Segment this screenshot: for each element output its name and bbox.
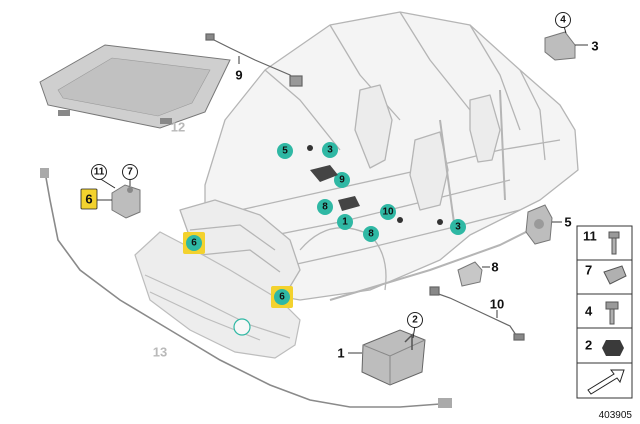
teal-marker-9: 9 — [334, 172, 350, 188]
part-3-bracket — [544, 31, 576, 61]
svg-text:5: 5 — [282, 146, 288, 157]
arrow-icon — [587, 369, 625, 395]
interior-components — [307, 145, 443, 225]
teal-marker-1: 1 — [337, 214, 353, 230]
circle-callouts: 4 11 7 2 — [91, 12, 571, 328]
callout-11: 11 — [91, 164, 107, 180]
fastener-legend: 11 7 4 2 — [576, 225, 633, 399]
insulation-pad — [39, 44, 231, 129]
svg-text:3: 3 — [327, 145, 333, 156]
svg-text:11: 11 — [583, 229, 597, 244]
front-bumper-illustration — [134, 231, 301, 359]
svg-text:3: 3 — [455, 222, 461, 233]
part-1-control-unit — [361, 329, 426, 386]
svg-text:9: 9 — [339, 175, 345, 186]
highlight-box-part-6-label — [80, 188, 98, 210]
legend-row-11: 11 — [583, 229, 620, 255]
svg-text:2: 2 — [412, 315, 418, 326]
legend-row-4: 4 — [585, 301, 619, 325]
svg-text:8: 8 — [368, 229, 374, 240]
callout-2: 2 — [407, 312, 423, 328]
part-8-clip — [457, 261, 483, 287]
label-part-3: 3 — [591, 39, 598, 54]
teal-marker-5: 5 — [277, 143, 293, 159]
label-part-5: 5 — [564, 215, 571, 230]
label-part-10: 10 — [490, 297, 504, 312]
label-part-13: 13 — [153, 345, 167, 360]
teal-marker-8: 8 — [317, 199, 333, 215]
teal-marker-3: 3 — [322, 142, 338, 158]
legend-row-7: 7 — [585, 263, 627, 285]
svg-text:4: 4 — [585, 304, 593, 319]
document-number: 403905 — [599, 410, 633, 421]
svg-text:10: 10 — [382, 207, 394, 218]
label-part-12: 12 — [171, 120, 185, 135]
callout-7: 7 — [122, 164, 138, 180]
label-part-6: 6 — [85, 192, 92, 207]
svg-text:8: 8 — [322, 202, 328, 213]
part-labels: 3 9 12 6 5 8 10 13 1 — [85, 39, 598, 361]
part-10-wire — [429, 286, 525, 341]
front-sensor-marker — [233, 318, 251, 336]
teal-marker-8: 8 — [363, 226, 379, 242]
svg-text:11: 11 — [94, 167, 105, 178]
svg-text:2: 2 — [585, 338, 592, 353]
teal-marker-3: 3 — [450, 219, 466, 235]
svg-text:1: 1 — [342, 217, 348, 228]
part-9-wire — [205, 33, 303, 87]
svg-text:7: 7 — [585, 263, 592, 278]
teal-marker-10: 10 — [380, 204, 396, 220]
car-body-illustration — [179, 11, 579, 301]
teal-markers: 5 3 9 8 1 10 8 3 6 6 — [186, 142, 466, 305]
legend-row-2: 2 — [585, 338, 624, 356]
label-part-9: 9 — [235, 68, 242, 83]
teal-marker-6: 6 — [274, 289, 290, 305]
label-part-8: 8 — [491, 260, 498, 275]
svg-text:4: 4 — [560, 15, 566, 26]
part-13-harness — [40, 168, 452, 408]
teal-marker-6: 6 — [186, 235, 202, 251]
svg-text:7: 7 — [127, 167, 133, 178]
svg-text:6: 6 — [191, 238, 197, 249]
svg-text:6: 6 — [279, 292, 285, 303]
callout-4: 4 — [555, 12, 571, 28]
part-5-sensor — [525, 204, 553, 245]
part-6-bracket — [111, 184, 141, 219]
label-part-1: 1 — [337, 346, 344, 361]
